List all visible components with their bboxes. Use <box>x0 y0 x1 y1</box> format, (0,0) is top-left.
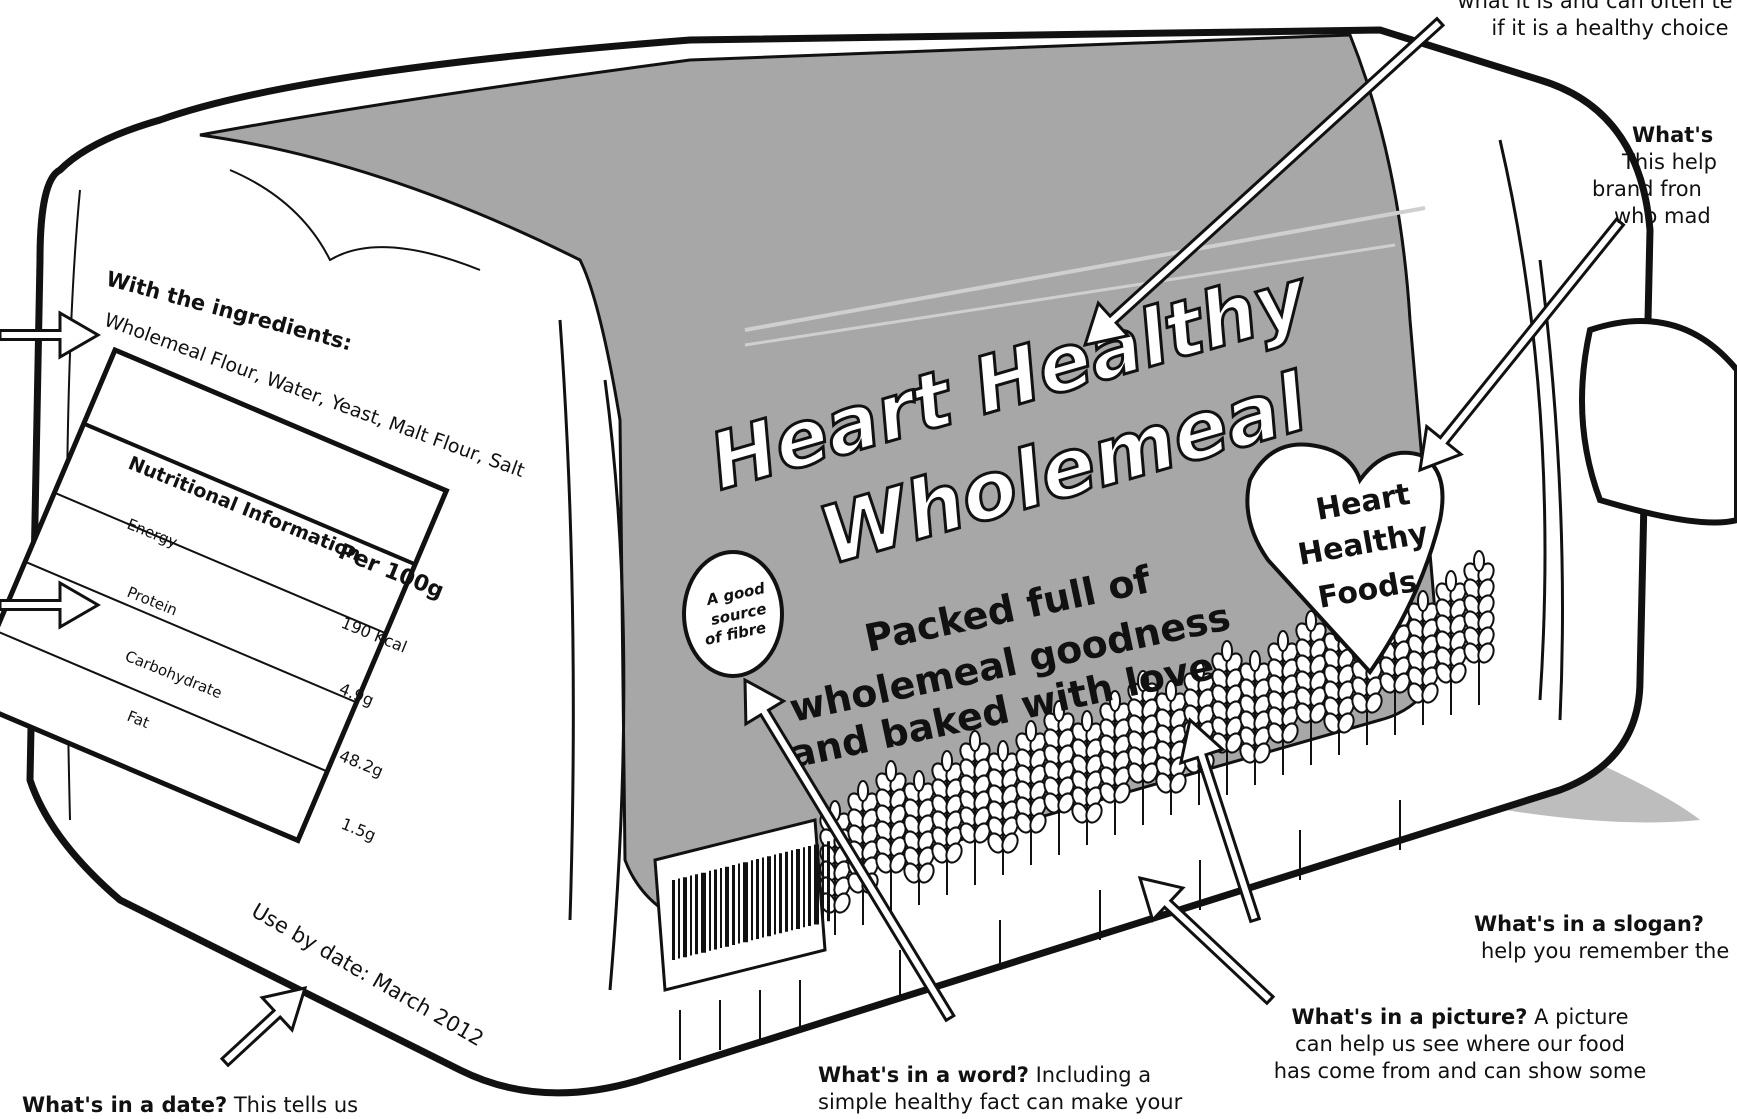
bag-crease <box>1498 139 1547 701</box>
fibre-badge <box>682 550 784 678</box>
barcode-bar <box>714 869 717 950</box>
barcode-bar <box>803 847 805 928</box>
caption-slogan: What's in a slogan? help you remember th… <box>1474 911 1729 965</box>
barcode-bar <box>785 851 788 932</box>
wheat-illustration <box>819 550 1495 935</box>
nutrition-label <box>0 346 450 844</box>
callout-arrow <box>219 985 308 1068</box>
callout-arrow <box>0 310 101 360</box>
bag-crease <box>558 319 575 921</box>
wheat-stalk <box>931 750 963 895</box>
barcode-bar <box>690 875 692 956</box>
front-panel <box>199 33 1442 922</box>
bag-crease <box>603 379 626 991</box>
bag-bottom-lines <box>679 800 1401 1060</box>
barcode-bar <box>822 842 824 923</box>
caption-brand-head: What's <box>1632 123 1714 147</box>
callout-arrow <box>1082 16 1446 348</box>
barcode-bar <box>725 866 729 947</box>
caption-name-line2: if it is a healthy choice <box>1491 16 1729 40</box>
caption-brand-line1: This help <box>1622 150 1717 174</box>
barcode-bar <box>767 856 771 937</box>
caption-word-text1: Including a <box>1028 1063 1152 1087</box>
caption-date-text1: This tells us <box>227 1093 359 1117</box>
wheat-stalk <box>903 770 935 905</box>
barcode-bar <box>720 868 722 948</box>
wheat-stalk <box>875 760 907 915</box>
barcode-bar <box>756 859 759 939</box>
caption-date-line1: What's in a date? This tells us <box>22 1092 358 1119</box>
barcode-bar <box>791 850 793 931</box>
caption-picture-line3: has come from and can show some <box>1273 1059 1647 1083</box>
barcode-bar <box>738 863 740 944</box>
caption-picture-text1: A picture <box>1527 1005 1629 1029</box>
bag-crease <box>1538 259 1564 721</box>
barcode-bar <box>774 854 776 935</box>
wheat-stalk <box>1323 620 1355 755</box>
barcode-bar <box>743 862 748 943</box>
wheat-stalk <box>1267 630 1299 775</box>
caption-date: What's in a date? This tells us <box>22 1092 358 1119</box>
caption-brand: What's This help brand fron who mad <box>1592 122 1737 230</box>
brand-heart <box>1245 442 1445 676</box>
barcode-bar <box>683 877 687 958</box>
wheat-stalk <box>1463 550 1495 705</box>
wheat-stalk <box>987 740 1019 875</box>
barcode-bar <box>808 846 811 926</box>
barcode-bar <box>701 872 706 953</box>
barcode-bar <box>814 844 819 925</box>
panel-streak <box>744 243 1396 347</box>
caption-name-line1: what it is and can often te <box>1457 0 1733 13</box>
wheat-stalk <box>1127 670 1159 825</box>
barcode-bar <box>751 860 753 941</box>
caption-word-line1: What's in a word? Including a <box>818 1062 1182 1089</box>
barcode-bar <box>709 870 711 951</box>
bag-twist <box>1579 318 1737 526</box>
caption-picture-line2: can help us see where our food <box>1295 1032 1625 1056</box>
panel-streak <box>744 206 1426 332</box>
wheat-stalk <box>1015 720 1047 865</box>
caption-brand-line2: brand fron <box>1592 177 1702 201</box>
wheat-stalk <box>1211 640 1243 795</box>
wheat-stalk <box>1295 610 1327 765</box>
wheat-stalk <box>1407 590 1439 725</box>
caption-word: What's in a word? Including a simple hea… <box>818 1062 1182 1116</box>
barcode-bar <box>672 880 675 960</box>
caption-picture: What's in a picture? A picture can help … <box>1265 1004 1655 1085</box>
wheat-stalk <box>1435 570 1467 715</box>
caption-word-line2: simple healthy fact can make your <box>818 1090 1183 1114</box>
caption-slogan-head: What's in a slogan? <box>1474 912 1704 936</box>
callout-arrow <box>0 580 101 630</box>
callout-arrow <box>743 677 956 1023</box>
wheat-stalk <box>1155 680 1187 815</box>
caption-name: what it is and can often te if it is a h… <box>1430 0 1737 42</box>
bag-crease <box>229 169 481 271</box>
barcode-bar <box>796 849 800 929</box>
wheat-stalk <box>1071 710 1103 845</box>
barcode-bar <box>678 878 680 959</box>
barcode <box>653 818 830 992</box>
wheat-stalk <box>1099 690 1131 835</box>
wheat-stalk <box>959 730 991 885</box>
caption-brand-line3: who mad <box>1614 204 1711 228</box>
barcode-bar <box>779 853 782 934</box>
caption-picture-head: What's in a picture? <box>1291 1005 1528 1029</box>
callout-arrows <box>0 16 1626 1068</box>
callout-arrow <box>1137 875 1276 1006</box>
caption-picture-line1: What's in a picture? A picture <box>1265 1004 1655 1031</box>
caption-word-head: What's in a word? <box>818 1063 1029 1087</box>
caption-date-head: What's in a date? <box>22 1093 228 1117</box>
barcode-bar <box>827 841 830 922</box>
callout-arrow <box>1178 717 1262 924</box>
caption-slogan-line1: help you remember the <box>1481 939 1730 963</box>
wheat-stalk <box>1239 650 1271 785</box>
barcode-bar <box>695 874 698 955</box>
barcode-bar <box>762 857 764 938</box>
barcode-bar <box>732 865 735 945</box>
wheat-stalk <box>1043 700 1075 855</box>
callout-arrow <box>1418 217 1626 473</box>
